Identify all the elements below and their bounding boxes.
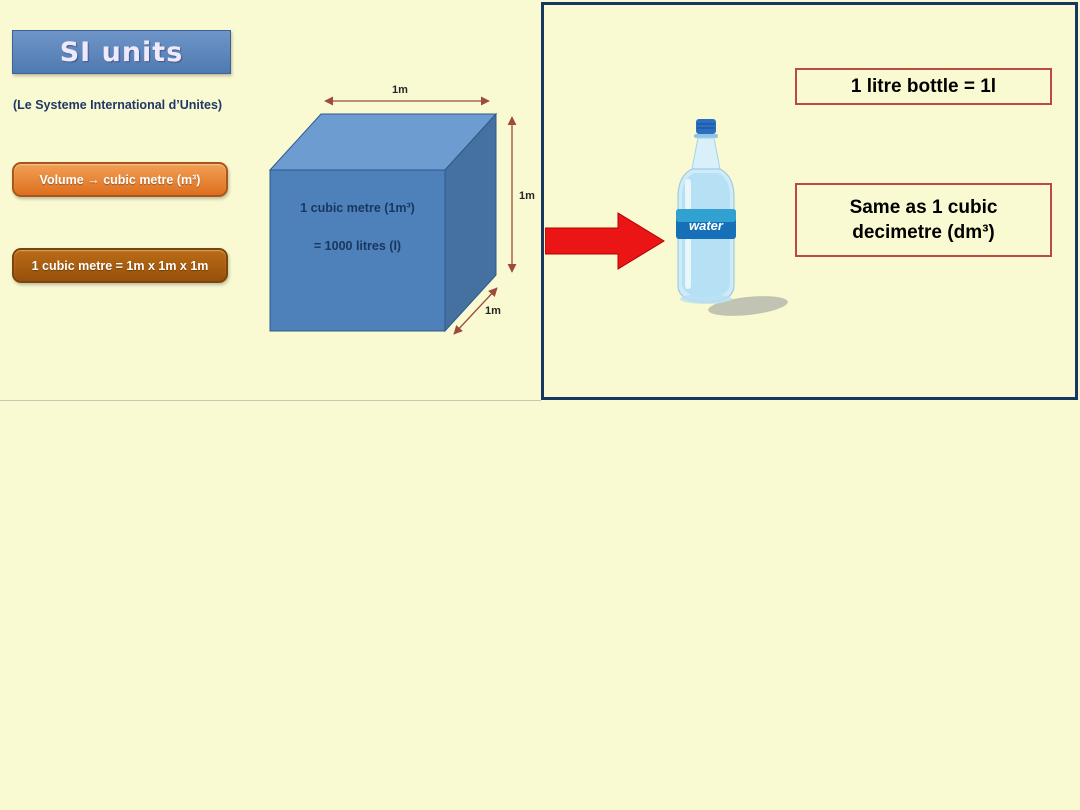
dimension-label-top: 1m bbox=[392, 84, 408, 96]
volume-definition-label: Volume → cubic metre (m³) bbox=[39, 172, 201, 187]
red-arrow-icon bbox=[545, 212, 665, 270]
volume-definition-box: Volume → cubic metre (m³) bbox=[12, 162, 228, 197]
cube-front-face bbox=[269, 169, 446, 332]
cube-caption-line2: = 1000 litres (l) bbox=[313, 239, 402, 253]
bottle-neck bbox=[691, 137, 721, 170]
bottle-cap bbox=[696, 119, 716, 134]
si-units-slide-area: SI units (Le Systeme International d’Uni… bbox=[0, 0, 541, 401]
water-bottle-image: water bbox=[676, 119, 788, 316]
cubic-metre-equation-box: 1 cubic metre = 1m x 1m x 1m bbox=[12, 248, 228, 283]
litre-equivalence-text: 1 litre bottle = 1l bbox=[850, 75, 997, 97]
dimension-label-right: 1m bbox=[519, 190, 535, 202]
red-arrow-shape bbox=[545, 212, 665, 270]
dimension-label-bottom: 1m bbox=[485, 305, 501, 317]
right-panel: water 1 litre bottle = 1l Same as 1 cubi… bbox=[541, 2, 1078, 400]
cube-caption-line1: 1 cubic metre (1m³) bbox=[300, 201, 415, 215]
litre-equivalence-box: 1 litre bottle = 1l bbox=[795, 68, 1052, 105]
cubic-decimetre-text: Same as 1 cubic decimetre (dm³) bbox=[849, 196, 998, 243]
dimension-arrow-bottom bbox=[453, 287, 498, 335]
bottle-label-text: water bbox=[689, 218, 724, 233]
cube-illustration bbox=[268, 96, 517, 335]
cubic-metre-equation-label: 1 cubic metre = 1m x 1m x 1m bbox=[31, 258, 209, 273]
page-title: SI units bbox=[59, 36, 184, 68]
cubic-decimetre-box: Same as 1 cubic decimetre (dm³) bbox=[795, 183, 1052, 257]
subtitle-text: (Le Systeme International d’Unites) bbox=[13, 98, 223, 112]
si-units-title-box: SI units bbox=[12, 30, 231, 74]
